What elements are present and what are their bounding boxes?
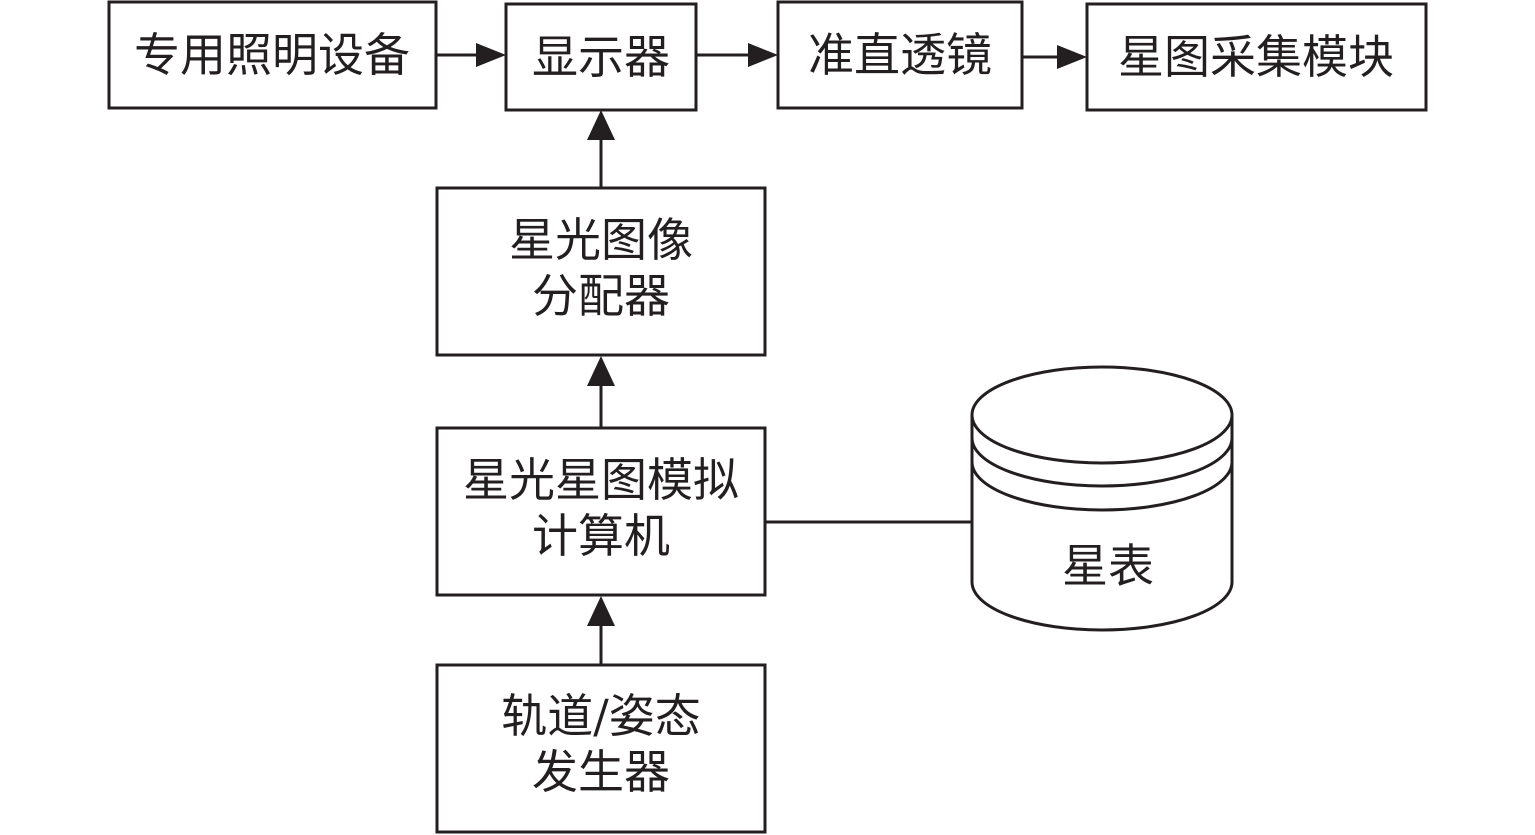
arrow-head-icon <box>476 43 506 67</box>
node-distributor-label-line2: 分配器 <box>532 269 670 323</box>
node-distributor-box <box>435 186 767 357</box>
node-collimator-label: 准直透镜 <box>808 28 992 82</box>
node-lighting: 专用照明设备 <box>107 0 438 110</box>
node-capture-box <box>1085 2 1428 112</box>
node-distributor-label-line1: 星光图像 <box>509 213 693 267</box>
node-simulator-box <box>435 426 767 597</box>
node-lighting-box <box>107 0 438 110</box>
node-display-box <box>504 2 698 112</box>
node-collimator: 准直透镜 <box>776 0 1024 110</box>
node-generator-label-line2: 发生器 <box>532 745 670 799</box>
node-generator: 轨道/姿态 发生器 <box>435 663 767 834</box>
arrow-head-icon <box>1057 45 1087 69</box>
node-generator-label-line1: 轨道/姿态 <box>501 689 701 743</box>
edge-distributor-to-display <box>587 110 615 188</box>
node-lighting-label: 专用照明设备 <box>134 28 410 82</box>
arrow-head-icon <box>587 596 615 626</box>
database-cylinder-ring-1 <box>970 437 1234 488</box>
node-simulator: 星光星图模拟 计算机 <box>435 426 767 597</box>
arrow-head-icon <box>587 110 615 140</box>
database-cylinder-ring-2 <box>970 461 1234 512</box>
node-capture-label: 星图采集模块 <box>1118 30 1394 84</box>
node-display: 显示器 <box>504 2 698 112</box>
edge-lighting-to-display <box>436 43 506 67</box>
edge-generator-to-simulator <box>587 596 615 665</box>
node-distributor: 星光图像 分配器 <box>435 186 767 357</box>
edge-collimator-to-capture <box>1022 45 1087 69</box>
edge-display-to-collimator <box>696 43 778 67</box>
node-collimator-box <box>776 0 1024 110</box>
database-cylinder-body <box>970 415 1234 632</box>
node-catalog-label: 星表 <box>1062 539 1154 593</box>
arrow-head-icon <box>587 356 615 386</box>
edge-simulator-to-distributor <box>587 356 615 428</box>
node-generator-box <box>435 663 767 834</box>
node-simulator-label-line2: 计算机 <box>532 509 670 563</box>
node-capture: 星图采集模块 <box>1085 2 1428 112</box>
node-display-label: 显示器 <box>532 30 670 84</box>
database-cylinder-top <box>970 365 1234 465</box>
node-simulator-label-line1: 星光星图模拟 <box>463 453 739 507</box>
node-catalog: 星表 <box>970 365 1234 632</box>
arrow-head-icon <box>748 43 778 67</box>
